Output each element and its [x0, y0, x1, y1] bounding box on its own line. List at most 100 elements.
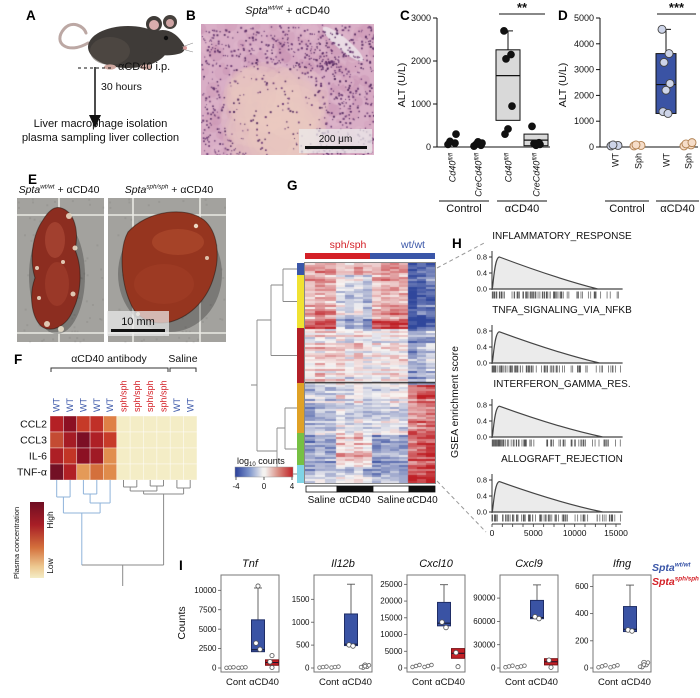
svg-text:αCD40: αCD40: [435, 677, 465, 688]
svg-text:αCD40: αCD40: [406, 495, 438, 506]
svg-text:Saline: Saline: [168, 353, 197, 365]
svg-text:4000: 4000: [574, 39, 594, 49]
svg-text:15000: 15000: [604, 528, 628, 538]
panel-h-label: H: [452, 236, 462, 251]
svg-text:αCD40: αCD40: [505, 203, 539, 215]
svg-text:10000: 10000: [194, 586, 217, 595]
treatment-suffix: + αCD40: [168, 184, 214, 196]
svg-text:Cd40fl/fl: Cd40fl/fl: [448, 152, 458, 182]
svg-text:sph/sph: sph/sph: [159, 380, 169, 412]
svg-text:WT: WT: [78, 398, 88, 412]
svg-text:60000: 60000: [473, 617, 496, 626]
svg-text:0.4: 0.4: [477, 269, 487, 278]
svg-text:0: 0: [426, 142, 431, 152]
svg-text:Cont: Cont: [598, 677, 618, 688]
svg-text:Control: Control: [609, 203, 644, 215]
svg-text:αCD40 antibody: αCD40 antibody: [71, 353, 147, 365]
svg-text:Cxcl10: Cxcl10: [419, 558, 454, 570]
svg-text:wt/wt: wt/wt: [400, 239, 425, 251]
svg-text:0.0: 0.0: [477, 285, 487, 294]
panel-a-label: A: [26, 8, 36, 23]
svg-text:0: 0: [398, 664, 403, 673]
svg-text:WT: WT: [92, 398, 102, 412]
svg-text:25000: 25000: [380, 580, 403, 589]
svg-text:4: 4: [290, 482, 295, 491]
svg-text:0.4: 0.4: [477, 343, 487, 352]
svg-text:2000: 2000: [411, 56, 431, 66]
svg-text:WT: WT: [105, 398, 115, 412]
svg-text:Sph: Sph: [634, 153, 644, 169]
svg-text:CreCd40fl/fl: CreCd40fl/fl: [532, 152, 542, 196]
svg-text:0.0: 0.0: [477, 359, 487, 368]
panel-i-label: I: [179, 558, 183, 573]
svg-text:Il12b: Il12b: [331, 558, 355, 570]
svg-text:Counts: Counts: [176, 606, 188, 639]
svg-text:Tnf: Tnf: [242, 558, 259, 570]
treatment-suffix: + αCD40: [54, 184, 100, 196]
svg-text:0.0: 0.0: [477, 508, 487, 517]
svg-text:1000: 1000: [411, 99, 431, 109]
scalebar-b: 200 μm: [299, 129, 372, 153]
svg-text:5000: 5000: [385, 647, 403, 656]
outcome-line1: Liver macrophage isolation: [33, 118, 168, 130]
svg-text:0: 0: [212, 664, 217, 673]
svg-text:ALT (U/L): ALT (U/L): [396, 63, 408, 108]
svg-text:1000: 1000: [292, 618, 310, 627]
svg-text:5000: 5000: [524, 528, 543, 538]
svg-text:CCL2: CCL2: [20, 419, 47, 431]
svg-text:7500: 7500: [199, 605, 217, 614]
injection-label: αCD40 i.p.: [118, 61, 171, 73]
svg-text:1000: 1000: [574, 116, 594, 126]
svg-text:3000: 3000: [574, 65, 594, 75]
scalebar-e-label: 10 mm: [121, 315, 155, 328]
svg-text:Cd40fl/fl: Cd40fl/fl: [504, 152, 514, 182]
svg-text:0.4: 0.4: [477, 492, 487, 501]
panel-e-right-title: Sptasph/sph + αCD40: [110, 184, 228, 196]
svg-text:Cont: Cont: [319, 677, 339, 688]
gene-name: Spta: [245, 5, 268, 17]
svg-text:3000: 3000: [411, 13, 431, 23]
svg-text:0.8: 0.8: [477, 253, 487, 262]
svg-text:CreCd40fl/fl: CreCd40fl/fl: [474, 152, 484, 196]
svg-text:Sph: Sph: [684, 153, 694, 169]
legend-wt: Sptawt/wt: [652, 562, 691, 574]
liver-photo-wt: [17, 198, 105, 344]
svg-text:0.8: 0.8: [477, 401, 487, 410]
svg-text:Cont: Cont: [226, 677, 246, 688]
svg-text:0: 0: [584, 664, 589, 673]
svg-text:TNFA_SIGNALING_VIA_NFKB: TNFA_SIGNALING_VIA_NFKB: [492, 305, 632, 316]
panel-b-label: B: [186, 8, 196, 23]
svg-text:CCL3: CCL3: [20, 435, 47, 447]
scalebar-b-line: [304, 145, 367, 149]
svg-text:***: ***: [669, 0, 685, 15]
svg-text:αCD40: αCD40: [528, 677, 558, 688]
svg-text:0.8: 0.8: [477, 476, 487, 485]
mouse-schematic: [58, 15, 194, 128]
genotype-sup: wt/wt: [40, 183, 55, 191]
rnaseq-heatmap: [304, 262, 436, 484]
svg-text:0: 0: [490, 528, 495, 538]
svg-text:2500: 2500: [199, 644, 217, 653]
svg-text:1500: 1500: [292, 595, 310, 604]
gene-name: Spta: [652, 562, 675, 574]
svg-text:WT: WT: [185, 398, 195, 412]
svg-text:200: 200: [575, 636, 589, 645]
svg-text:Ifng: Ifng: [613, 558, 632, 570]
svg-text:αCD40: αCD40: [339, 495, 371, 506]
duration-label: 30 hours: [101, 81, 142, 93]
svg-text:5000: 5000: [574, 13, 594, 23]
svg-text:αCD40: αCD40: [660, 203, 694, 215]
svg-text:Low: Low: [45, 557, 55, 573]
svg-text:WT: WT: [662, 153, 672, 167]
svg-text:GSEA enrichment score: GSEA enrichment score: [449, 346, 461, 458]
gene-name: Spta: [124, 184, 147, 196]
panel-d-label: D: [558, 8, 568, 23]
gene-name: Spta: [18, 184, 41, 196]
svg-text:WT: WT: [65, 398, 75, 412]
svg-text:sph/sph: sph/sph: [132, 380, 142, 412]
svg-text:αCD40: αCD40: [249, 677, 279, 688]
scalebar-e: 10 mm: [107, 311, 169, 336]
